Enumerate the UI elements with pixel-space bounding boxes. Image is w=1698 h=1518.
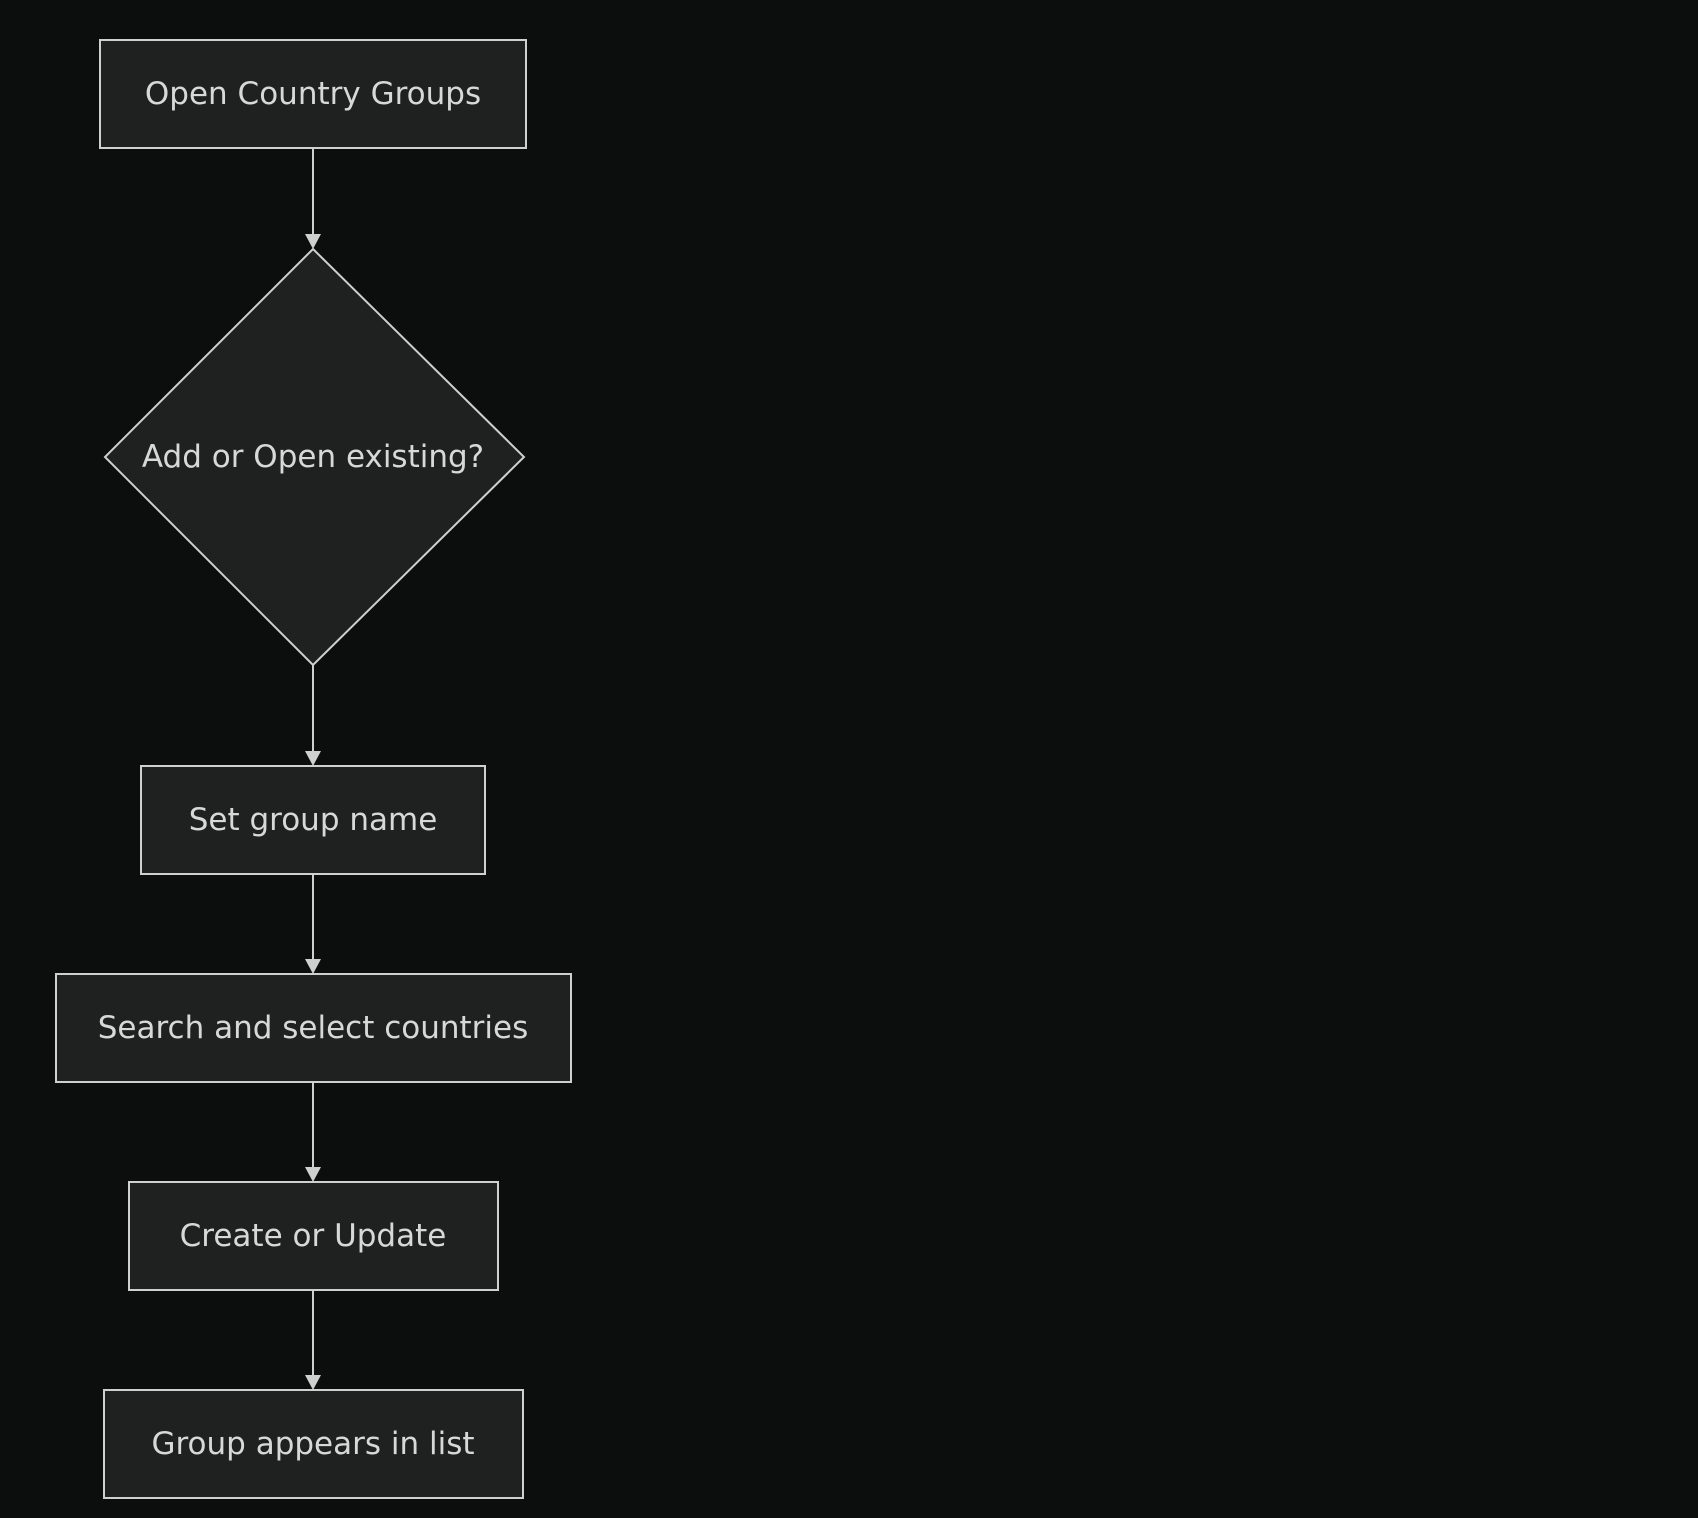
node-label: Set group name — [189, 802, 438, 838]
node-label: Open Country Groups — [145, 76, 481, 112]
node-label: Group appears in list — [151, 1426, 474, 1462]
node-label: Create or Update — [180, 1218, 447, 1254]
edge-search-to-create — [305, 1082, 321, 1182]
edge-decision-to-set-name — [305, 665, 321, 766]
node-search-and-select-countries: Search and select countries — [55, 973, 572, 1083]
node-label: Search and select countries — [98, 1010, 529, 1046]
edge-open-to-decision — [305, 148, 321, 249]
node-create-or-update: Create or Update — [128, 1181, 499, 1291]
edge-create-to-list — [305, 1290, 321, 1390]
node-open-country-groups: Open Country Groups — [99, 39, 527, 149]
node-set-group-name: Set group name — [140, 765, 486, 875]
edge-set-name-to-search — [305, 874, 321, 974]
node-add-or-open-existing-decision: Add or Open existing? — [103, 247, 526, 667]
node-group-appears-in-list: Group appears in list — [103, 1389, 524, 1499]
node-label: Add or Open existing? — [142, 439, 484, 475]
